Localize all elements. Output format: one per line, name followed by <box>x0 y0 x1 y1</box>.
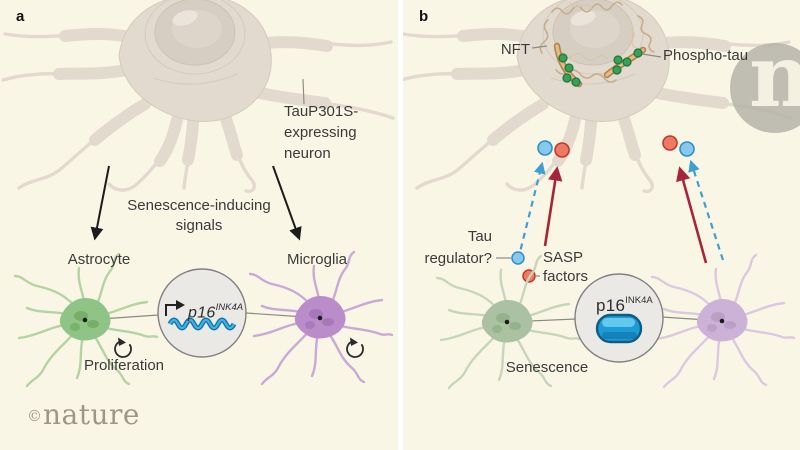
p16-gene-name-b: p16 <box>596 296 626 315</box>
tau-regulator-arrow-right <box>688 159 725 261</box>
phospho-tau-label: Phospho-tau <box>663 47 749 64</box>
sasp-dot <box>662 135 678 151</box>
secreted-factor-dots <box>537 135 695 158</box>
phospho-tau-leader-line <box>641 53 662 58</box>
gene-circle-a <box>157 268 247 358</box>
p16-gene-label-b: p16INK4A <box>596 295 653 316</box>
tau-regulator-line2: regulator? <box>424 250 492 267</box>
proliferation-label: Proliferation <box>83 357 165 374</box>
tau-regulator-legend-dot <box>511 251 525 265</box>
panel-a-letter: a <box>16 8 25 25</box>
phospho-tau-dots <box>558 48 643 87</box>
neuron-caption-line3: neuron <box>284 145 331 162</box>
senescence-label: Senescence <box>505 359 589 376</box>
neuron-caption: TauP301S- expressing neuron <box>284 101 358 164</box>
sasp-arrow-left <box>543 166 563 247</box>
signals-caption: Senescence-inducing signals <box>99 196 299 236</box>
nft-label: NFT <box>500 41 530 58</box>
signals-caption-line1: Senescence-inducing <box>127 197 271 214</box>
nature-logo-circle <box>730 43 800 133</box>
panel-b-letter: b <box>419 8 429 25</box>
nature-brand-text: nature <box>43 398 140 431</box>
tau-regulator-caption: Tau regulator? <box>400 226 492 270</box>
tau-regulator-dot <box>679 141 695 157</box>
signal-arrow-right <box>272 165 302 241</box>
sasp-caption: SASP factors <box>543 248 588 286</box>
nft-leader-line <box>531 45 548 49</box>
panel-divider <box>398 0 403 450</box>
p16-gene-label-a: p16INK4A <box>188 302 244 322</box>
tau-regulator-arrow-left <box>516 161 546 261</box>
signal-arrow-left <box>90 165 110 241</box>
proliferation-cycle-icon-microglia <box>346 337 364 358</box>
nature-logo-letter: n <box>749 26 800 127</box>
gene-circle-b <box>574 273 664 363</box>
neuron-caption-line2: expressing <box>284 124 357 141</box>
tau-regulator-dot <box>537 140 553 156</box>
copyright-symbol: © <box>27 407 43 425</box>
promoter-arrow-icon <box>165 304 176 316</box>
microglia-label: Microglia <box>286 251 347 268</box>
microglia-a <box>250 252 392 384</box>
neuron-a-leader-line <box>302 78 305 105</box>
tau-regulator-line1: Tau <box>467 228 492 245</box>
astrocyte-label: Astrocyte <box>67 251 131 268</box>
microglia-b <box>652 255 794 387</box>
sasp-line1: SASP <box>543 249 584 266</box>
phospho-tau-fibrils <box>553 42 647 88</box>
sasp-line2: factors <box>543 268 589 285</box>
p16-gene-name: p16 <box>188 304 216 322</box>
sasp-arrow-right <box>676 166 708 264</box>
signals-caption-line2: signals <box>175 217 223 234</box>
p16-gene-superscript: INK4A <box>215 302 244 313</box>
p16-gene-superscript-b: INK4A <box>625 295 653 307</box>
nature-watermark: ©nature <box>27 398 140 431</box>
neuron-caption-line1: TauP301S- <box>284 103 359 120</box>
sasp-dot <box>554 142 570 158</box>
proliferation-cycle-icon-astrocyte <box>114 337 132 358</box>
